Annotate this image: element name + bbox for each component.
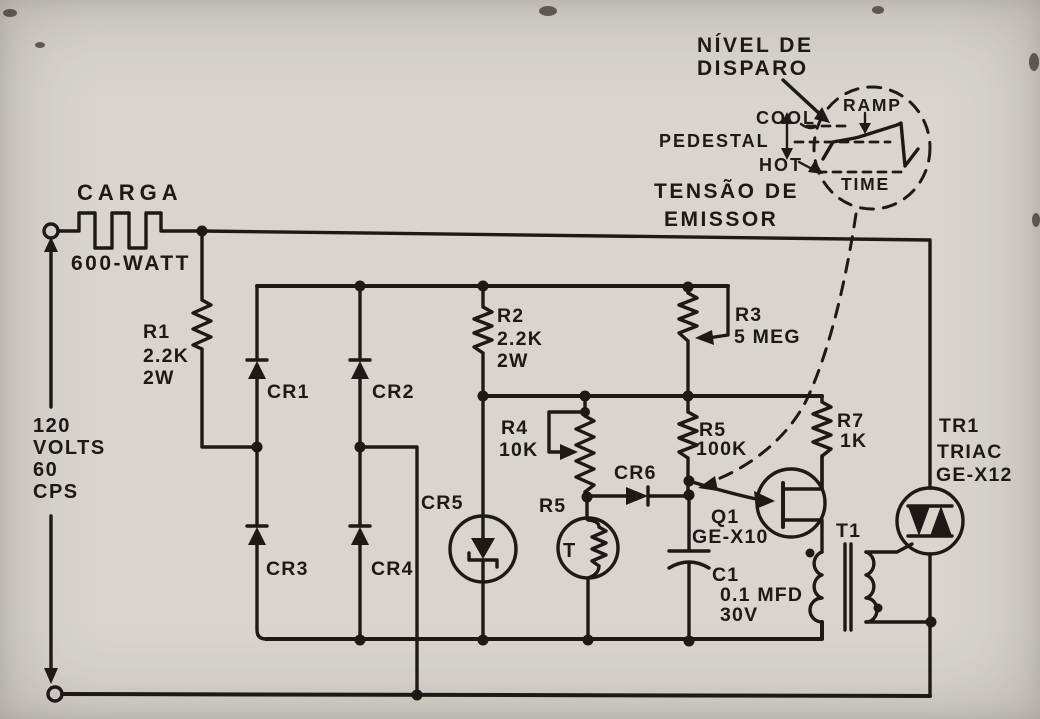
- scan-artifacts: [3, 6, 1040, 227]
- r3-ref-label: R3: [735, 304, 762, 326]
- cr1-label: CR1: [267, 381, 310, 403]
- q1-part-label: GE-X10: [692, 526, 769, 548]
- gate-wire: [864, 542, 914, 554]
- diode-cr1-symbol: [248, 361, 266, 379]
- r5-resistor-ref-label: R5: [699, 419, 726, 441]
- load-name-label: CARGA: [77, 180, 183, 205]
- r2-power-label: 2W: [497, 350, 529, 372]
- potentiometer-r3: [677, 285, 730, 398]
- emitter-voltage-caption-line1: TENSÃO DE: [654, 180, 799, 203]
- cr2-label: CR2: [372, 381, 415, 403]
- top-line-wire: [200, 229, 932, 490]
- cr6-label: CR6: [614, 462, 657, 484]
- bottom-line-wire: [60, 692, 932, 698]
- input-terminal-top: [42, 222, 60, 240]
- r1-ref-label: R1: [143, 321, 170, 343]
- cr4-label: CR4: [371, 558, 414, 580]
- supply-label-1: 120: [33, 415, 71, 437]
- t1-core: [843, 542, 853, 632]
- supply-label-3: 60: [33, 459, 58, 481]
- ac-input: [42, 222, 64, 703]
- r7-value-label: 1K: [840, 430, 867, 452]
- cr5-label: CR5: [421, 492, 464, 514]
- cr3-label: CR3: [266, 558, 309, 580]
- waveform-inset: [698, 78, 932, 491]
- zener-cr5: [448, 394, 518, 642]
- t1-ref-label: T1: [836, 520, 861, 542]
- t1-primary-winding: [808, 550, 824, 624]
- r4-wiper-arrow: [560, 444, 578, 460]
- tr1-part-label: GE-X12: [936, 464, 1013, 486]
- junction-dots: [196, 225, 937, 701]
- diode-cr2-symbol: [351, 361, 369, 379]
- trigger-level-title-line1: NÍVEL DE: [697, 34, 813, 57]
- capacitor-c1: [667, 493, 711, 643]
- t1-secondary-winding: [864, 550, 879, 624]
- r1-value-label: 2.2K: [143, 345, 189, 367]
- tr1-ref-label: TR1: [939, 415, 979, 437]
- t1-secondary-polarity-dot: [873, 603, 883, 613]
- dc-minus-rail: [264, 620, 824, 641]
- r2-ref-label: R2: [497, 305, 524, 327]
- dashed-line-arrowhead: [698, 476, 718, 491]
- cool-label: COOL: [756, 108, 816, 128]
- load-carga: [57, 211, 932, 490]
- t1-primary-polarity-dot: [805, 548, 815, 558]
- triac-tr1: [895, 486, 965, 698]
- emitter-voltage-caption-line2: EMISSOR: [664, 208, 778, 231]
- hot-pointer: [797, 160, 814, 171]
- r4-ref-label: R4: [501, 417, 528, 439]
- supply-label-4: CPS: [33, 481, 79, 503]
- r3-value-label: 5 MEG: [734, 326, 801, 348]
- r1-power-label: 2W: [143, 367, 175, 389]
- diode-cr4-symbol: [351, 527, 369, 545]
- r5-thermistor-ref-label: R5: [539, 495, 566, 517]
- diode-cr6: [585, 485, 691, 507]
- ramp-label: RAMP: [843, 95, 902, 115]
- resistor-r1: [191, 229, 259, 449]
- r3-wiper-arrow: [695, 330, 714, 345]
- pedestal-label: PEDESTAL: [659, 131, 770, 151]
- tr1-type-label: TRIAC: [937, 441, 1003, 463]
- load-symbol: [57, 211, 204, 250]
- labels: CARGA 600-WATT 120 VOLTS 60 CPS R1 2.2K …: [33, 34, 1013, 626]
- r2-value-label: 2.2K: [497, 328, 543, 350]
- inset-to-emitter-dashed-line: [716, 212, 858, 481]
- resistor-r2: [472, 284, 494, 398]
- load-rating-label: 600-WATT: [71, 252, 191, 275]
- diode-cr3-symbol: [248, 527, 266, 545]
- emitter-voltage-waveform: [821, 121, 920, 168]
- r4-value-label: 10K: [499, 439, 538, 461]
- q1-ref-label: Q1: [711, 506, 739, 528]
- ac-return-wire: [358, 445, 419, 697]
- c1-voltage-label: 30V: [720, 604, 758, 626]
- thermistor-r5: [556, 495, 620, 642]
- cool-pointer: [799, 122, 817, 130]
- inset-dashed-circle: [812, 85, 932, 211]
- trigger-level-title-line2: DISPARO: [697, 57, 809, 80]
- c1-value-label: 0.1 MFD: [720, 584, 803, 606]
- ujt-emitter-arrow: [754, 491, 775, 509]
- ujt-emitter-wire: [687, 479, 758, 501]
- time-label: TIME: [841, 174, 890, 194]
- c1-ref-label: C1: [712, 564, 739, 586]
- hot-label: HOT: [759, 155, 803, 175]
- trigger-level-pointer: [781, 78, 824, 118]
- thermistor-t-marking: T: [563, 540, 577, 562]
- transformer-t1: [805, 542, 933, 632]
- ujt-q1: [687, 454, 827, 554]
- input-terminal-bottom: [46, 685, 64, 703]
- bridge-rectifier: [60, 284, 932, 698]
- supply-label-2: VOLTS: [33, 437, 106, 459]
- r5-resistor-value-label: 100K: [696, 438, 747, 460]
- r7-ref-label: R7: [837, 410, 864, 432]
